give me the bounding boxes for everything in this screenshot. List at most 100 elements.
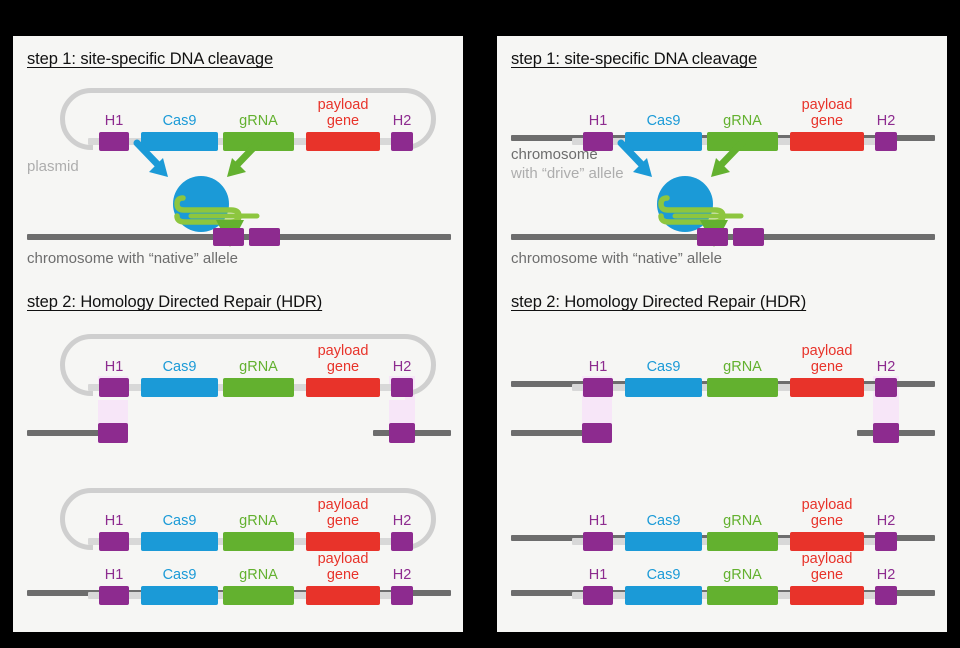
construct-donor-right-step2: H1 Cas9 gRNA payload gene H2	[572, 338, 897, 408]
label-payload-line1: payload	[317, 551, 369, 567]
label-h2-donor-left-step2: H2	[392, 359, 412, 375]
label-payload-repaired-left: payload gene	[306, 551, 380, 583]
native-allele-h2-right-step1	[733, 228, 764, 246]
label-h1-left-step1: H1	[104, 113, 124, 129]
gene-h1-right-step1	[583, 132, 613, 151]
grna-strand-right-step1	[658, 195, 744, 225]
donor-label-line2-right-step1: with “drive” allele	[511, 165, 624, 182]
label-h2-donor-right-result: H2	[876, 513, 896, 529]
gene-grna-donor-left-result	[223, 532, 294, 551]
gene-h2-donor-left-result	[391, 532, 413, 551]
label-grna-donor-left-result: gRNA	[239, 513, 278, 529]
construct-donor-left-step2: H1 Cas9 gRNA payload gene H2	[88, 338, 413, 408]
label-payload-line1: payload	[317, 497, 369, 513]
gene-grna-converted-right	[707, 586, 778, 605]
label-h1-converted-right: H1	[588, 567, 608, 583]
label-payload-line1: payload	[801, 97, 853, 113]
gene-payload-right-step1	[790, 132, 864, 151]
label-cas9-donor-right-result: Cas9	[646, 513, 681, 529]
label-h2-right-step1: H2	[876, 113, 896, 129]
cleaved-h1-left-step2	[98, 423, 128, 443]
label-h2-converted-right: H2	[876, 567, 896, 583]
label-h1-repaired-left: H1	[104, 567, 124, 583]
cleaved-chromosome-left-arm-left-step2	[27, 430, 127, 436]
label-payload-line1: payload	[317, 97, 369, 113]
gene-payload-left-step1	[306, 132, 380, 151]
gene-h1-donor-right-step2	[583, 378, 613, 397]
label-cas9-converted-right: Cas9	[646, 567, 681, 583]
label-h2-donor-right-step2: H2	[876, 359, 896, 375]
label-payload-line2: gene	[326, 112, 360, 129]
label-grna-left-step1: gRNA	[239, 113, 278, 129]
label-payload-line1: payload	[317, 343, 369, 359]
label-payload-line2: gene	[810, 566, 844, 583]
native-allele-h1-left-step1	[213, 228, 244, 246]
step1-heading-right: step 1: site-specific DNA cleavage	[511, 50, 758, 68]
gene-grna-donor-left-step2	[223, 378, 294, 397]
native-allele-h1-right-step1	[697, 228, 728, 246]
construct-repaired-left: H1 Cas9 gRNA payload gene H2	[88, 546, 413, 616]
gene-cas9-converted-right	[625, 586, 702, 605]
label-cas9-repaired-left: Cas9	[162, 567, 197, 583]
label-payload-donor-right-result: payload gene	[790, 497, 864, 529]
gene-h1-left-step1	[99, 132, 129, 151]
construct-converted-right: H1 Cas9 gRNA payload gene H2	[572, 546, 897, 616]
gene-h2-donor-left-step2	[391, 378, 413, 397]
label-grna-donor-right-step2: gRNA	[723, 359, 762, 375]
gene-payload-donor-left-result	[306, 532, 380, 551]
gene-h1-donor-right-result	[583, 532, 613, 551]
construct-donor-right-result: H1 Cas9 gRNA payload gene H2	[572, 492, 897, 562]
label-payload-left-step1: payload gene	[306, 97, 380, 129]
gene-payload-repaired-left	[306, 586, 380, 605]
label-payload-converted-right: payload gene	[790, 551, 864, 583]
gene-h2-right-step1	[875, 132, 897, 151]
grna-arrow-left-step1	[227, 139, 262, 177]
gene-h1-converted-right	[583, 586, 613, 605]
cleaved-h2-right-step2	[873, 423, 899, 443]
step2-heading-right: step 2: Homology Directed Repair (HDR)	[511, 293, 807, 311]
label-grna-donor-right-result: gRNA	[723, 513, 762, 529]
label-cas9-right-step1: Cas9	[646, 113, 681, 129]
label-h2-repaired-left: H2	[392, 567, 412, 583]
step2-heading-left: step 2: Homology Directed Repair (HDR)	[27, 293, 323, 311]
gene-h2-donor-right-step2	[875, 378, 897, 397]
gene-cas9-donor-right-step2	[625, 378, 702, 397]
gene-grna-donor-right-result	[707, 532, 778, 551]
target-label-right-step1: chromosome with “native” allele	[511, 250, 722, 267]
gene-grna-donor-right-step2	[707, 378, 778, 397]
gene-cas9-donor-left-result	[141, 532, 218, 551]
label-payload-donor-left-step2: payload gene	[306, 343, 380, 375]
label-cas9-left-step1: Cas9	[162, 113, 197, 129]
label-cas9-donor-left-step2: Cas9	[162, 359, 197, 375]
step1-heading-left: step 1: site-specific DNA cleavage	[27, 50, 274, 68]
gene-cas9-right-step1	[625, 132, 702, 151]
gene-h2-donor-right-result	[875, 532, 897, 551]
gene-h2-repaired-left	[391, 586, 413, 605]
gene-h1-donor-left-step2	[99, 378, 129, 397]
gene-cas9-left-step1	[141, 132, 218, 151]
label-payload-line1: payload	[801, 551, 853, 567]
construct-left-step1: H1 Cas9 gRNA payload gene H2	[88, 92, 413, 162]
cas9-arrow-left-step1	[133, 139, 168, 177]
label-payload-line2: gene	[810, 358, 844, 375]
label-payload-donor-left-result: payload gene	[306, 497, 380, 529]
cleaved-h1-right-step2	[582, 423, 612, 443]
label-h2-donor-left-result: H2	[392, 513, 412, 529]
label-h2-left-step1: H2	[392, 113, 412, 129]
target-label-left-step1: chromosome with “native” allele	[27, 250, 238, 267]
gene-h2-converted-right	[875, 586, 897, 605]
label-h1-donor-left-step2: H1	[104, 359, 124, 375]
gene-payload-donor-right-result	[790, 532, 864, 551]
label-cas9-donor-left-result: Cas9	[162, 513, 197, 529]
panel-chromosome-drive-allele: step 1: site-specific DNA cleavage H1 Ca…	[497, 36, 947, 632]
label-payload-line2: gene	[326, 358, 360, 375]
label-payload-donor-right-step2: payload gene	[790, 343, 864, 375]
cas9-arrow-right-step1	[617, 139, 652, 177]
native-allele-h2-left-step1	[249, 228, 280, 246]
gene-h1-repaired-left	[99, 586, 129, 605]
gene-cas9-donor-left-step2	[141, 378, 218, 397]
label-h1-right-step1: H1	[588, 113, 608, 129]
gene-cas9-repaired-left	[141, 586, 218, 605]
label-h1-donor-left-result: H1	[104, 513, 124, 529]
label-h1-donor-right-step2: H1	[588, 359, 608, 375]
